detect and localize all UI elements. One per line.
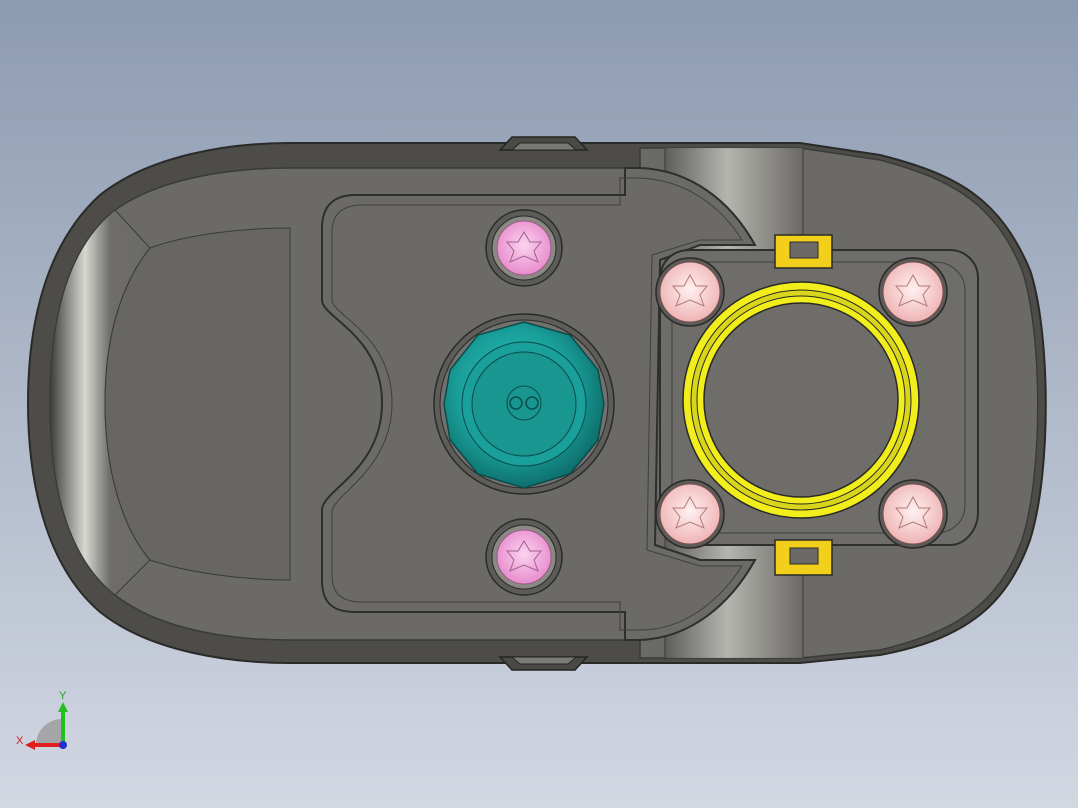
axis-triad[interactable]: X Y <box>16 690 68 750</box>
bottom-clip[interactable] <box>774 539 833 576</box>
screw-top-left[interactable] <box>655 257 725 327</box>
screw-upper-pink[interactable] <box>485 209 563 287</box>
cap-vent-icon <box>509 396 523 410</box>
center-plate-inner-edge <box>331 177 743 631</box>
teal-cap[interactable] <box>433 313 615 495</box>
screw-bottom-right[interactable] <box>878 479 948 549</box>
top-clip[interactable] <box>774 234 833 269</box>
screw-top-right[interactable] <box>878 257 948 327</box>
screw-bottom-left[interactable] <box>655 479 725 549</box>
bottom-latch-tab[interactable] <box>498 656 589 671</box>
sensor-ring[interactable] <box>682 281 920 519</box>
triad-quarter-disc <box>36 719 62 745</box>
triad-y-label: Y <box>59 690 67 702</box>
top-latch-tab[interactable] <box>498 136 589 151</box>
housing-left-inner-panel <box>104 227 291 581</box>
triad-x-label: X <box>16 735 24 747</box>
triad-z-axis <box>59 741 67 749</box>
screw-lower-pink[interactable] <box>485 518 563 596</box>
